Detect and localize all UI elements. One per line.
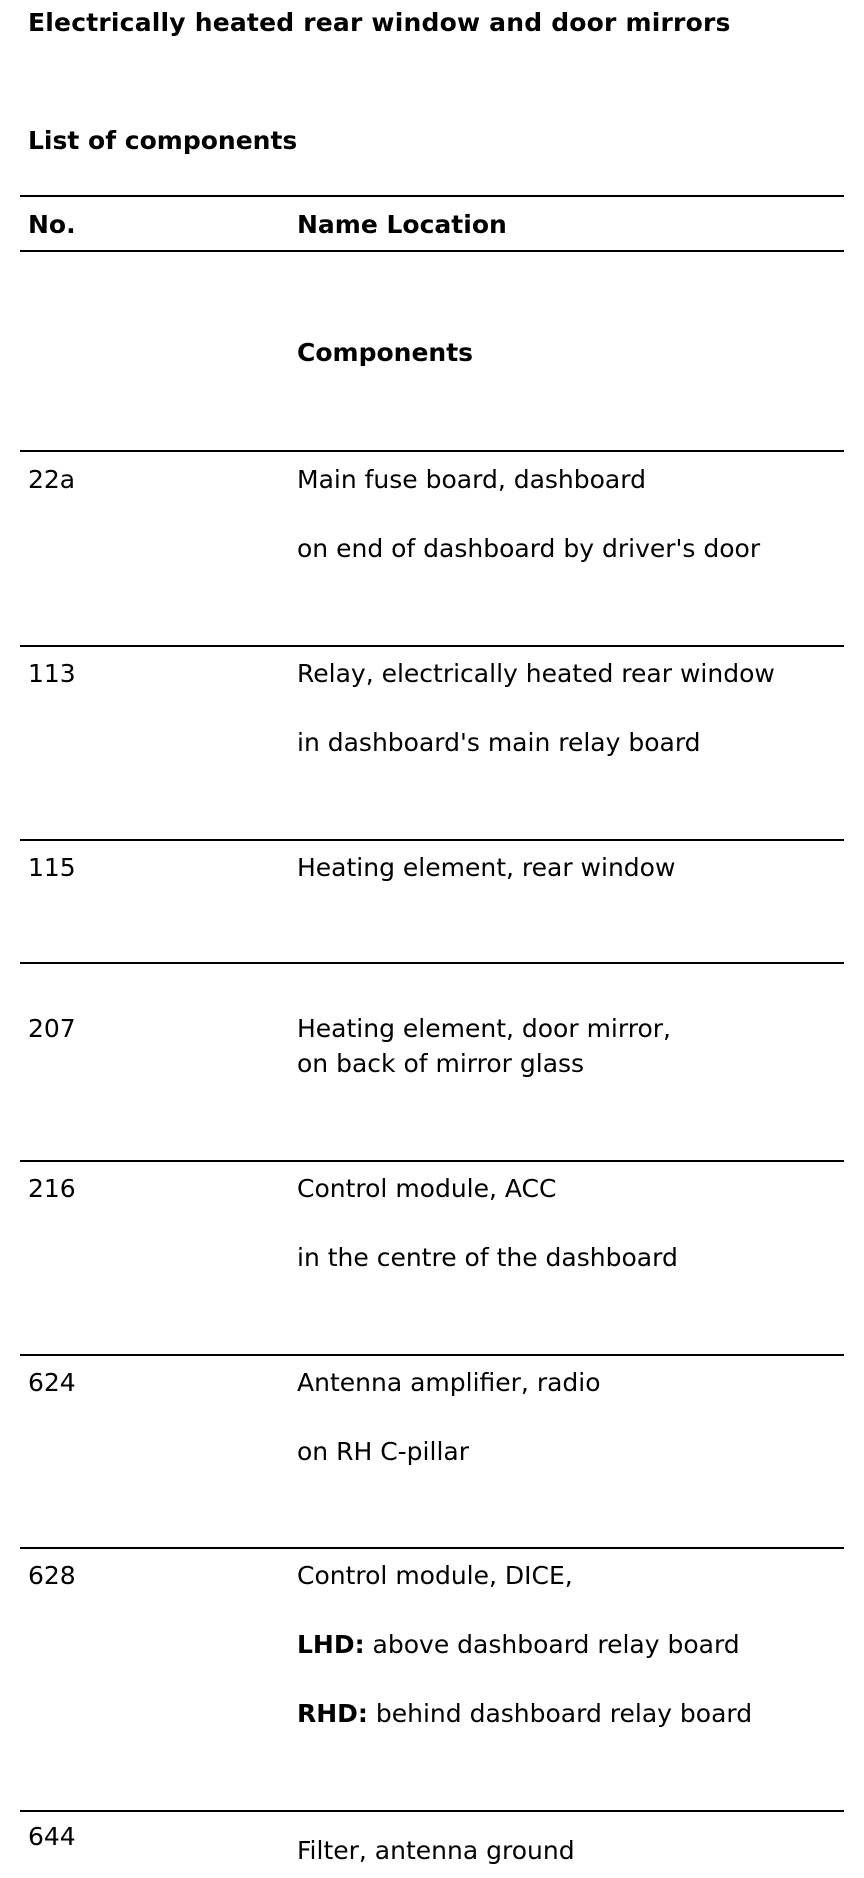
row-separator — [20, 1547, 844, 1549]
rhd-location: behind dashboard relay board — [367, 1699, 753, 1728]
row-separator — [20, 839, 844, 841]
document-title: Electrically heated rear window and door… — [28, 8, 731, 37]
row-separator — [20, 962, 844, 964]
row-line: Heating element, rear window — [297, 853, 676, 882]
row-number: 207 — [28, 1014, 76, 1043]
row-separator — [20, 1810, 844, 1812]
header-bottom-rule — [20, 250, 844, 252]
list-heading: List of components — [28, 126, 298, 155]
row-line: Relay, electrically heated rear window — [297, 659, 775, 688]
row-line: Heating element, door mirror, — [297, 1014, 671, 1043]
row-line: Main fuse board, dashboard — [297, 465, 646, 494]
rhd-prefix: RHD: — [297, 1699, 368, 1728]
table-top-rule — [20, 195, 844, 197]
row-line: on RH C-pillar — [297, 1437, 469, 1466]
row-line: on end of dashboard by driver's door — [297, 534, 761, 563]
row-number: 644 — [28, 1822, 76, 1851]
row-line: on back of mirror glass — [297, 1049, 585, 1078]
row-line: in dashboard's main relay board — [297, 728, 701, 757]
row-number: 22a — [28, 465, 76, 494]
column-header-no: No. — [28, 210, 76, 239]
lhd-prefix: LHD: — [297, 1630, 365, 1659]
row-line: Control module, DICE, — [297, 1561, 573, 1590]
row-line: Antenna amplifier, radio — [297, 1368, 601, 1397]
section-label: Components — [297, 338, 474, 367]
row-number: 624 — [28, 1368, 76, 1397]
row-separator — [20, 450, 844, 452]
row-number: 115 — [28, 853, 76, 882]
row-number: 216 — [28, 1174, 76, 1203]
column-header-name-location: Name Location — [297, 210, 507, 239]
row-line: Control module, ACC — [297, 1174, 557, 1203]
row-separator — [20, 1160, 844, 1162]
row-number: 628 — [28, 1561, 76, 1590]
lhd-location: above dashboard relay board — [364, 1630, 740, 1659]
row-line: in the centre of the dashboard — [297, 1243, 678, 1272]
row-separator — [20, 645, 844, 647]
row-line-lhd: LHD: above dashboard relay board — [297, 1630, 740, 1659]
row-line: Filter, antenna ground — [297, 1836, 575, 1865]
row-line-rhd: RHD: behind dashboard relay board — [297, 1699, 752, 1728]
row-separator — [20, 1354, 844, 1356]
row-number: 113 — [28, 659, 76, 688]
